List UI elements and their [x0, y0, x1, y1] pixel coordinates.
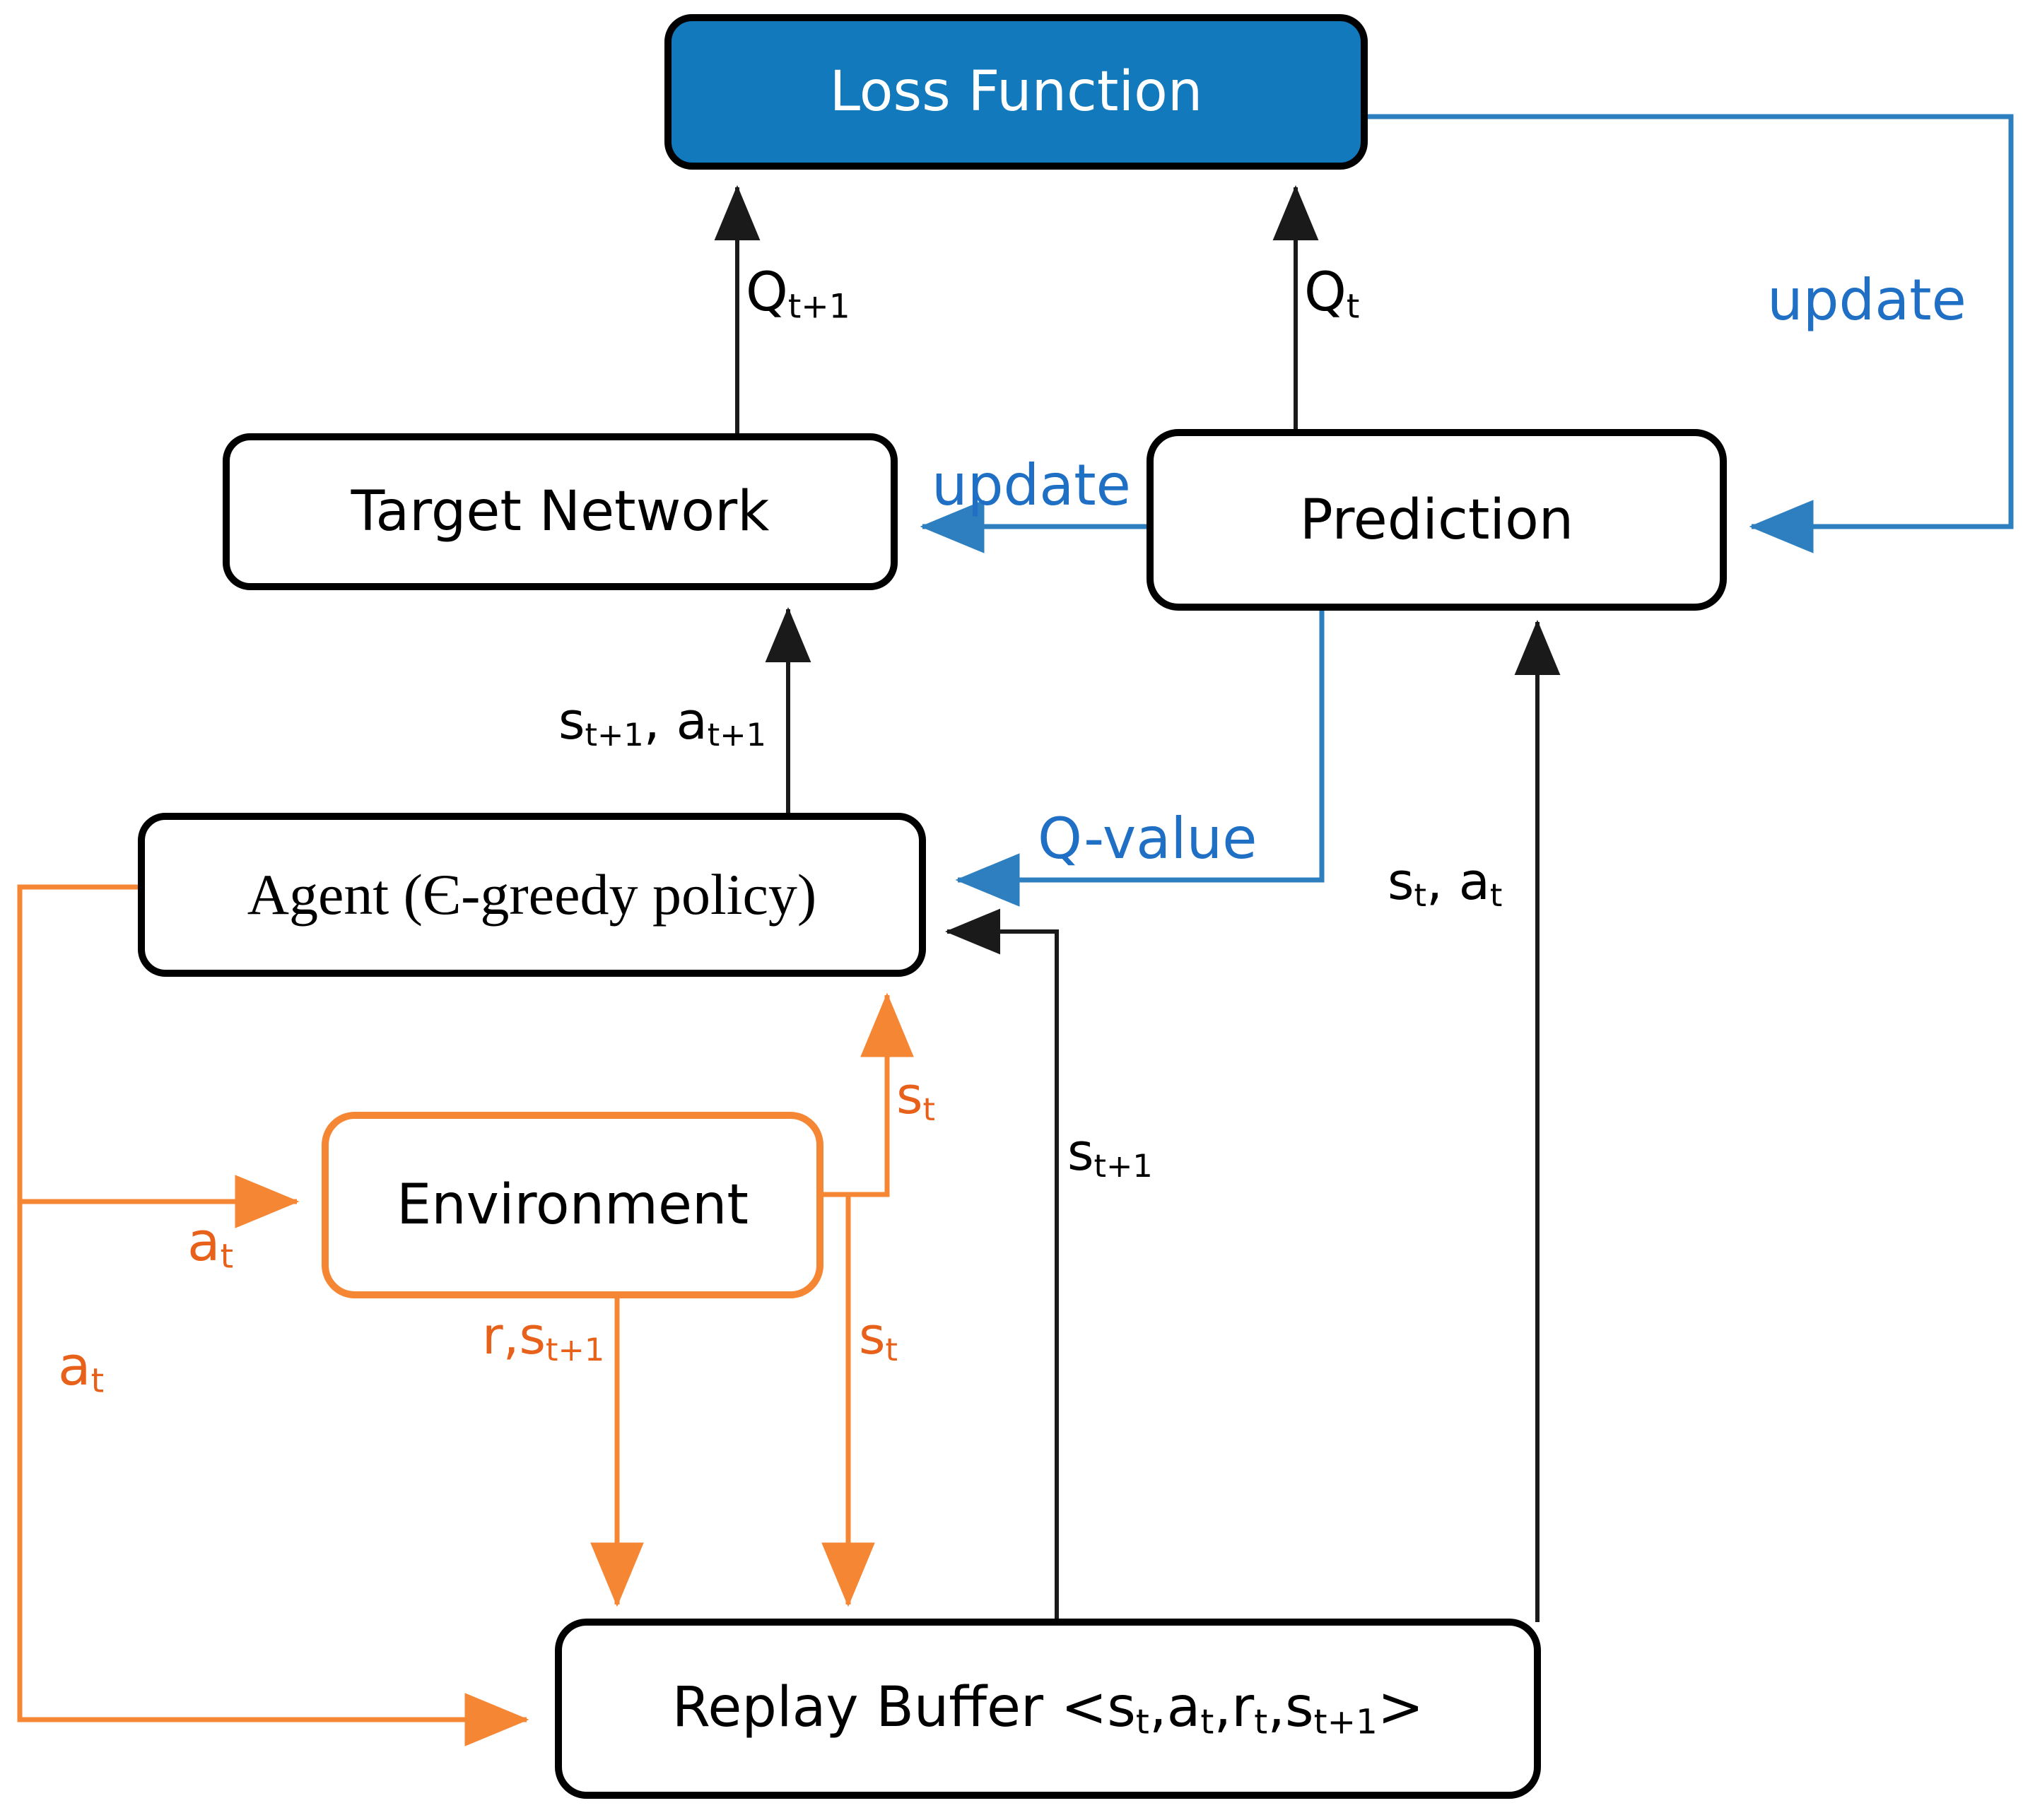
edge-label-s-a-now: st, at [1388, 852, 1503, 914]
node-target-network[interactable] [223, 433, 898, 590]
node-loss-function[interactable] [664, 14, 1368, 170]
edge-label-s-a-next: st+1, at+1 [558, 691, 766, 753]
edge-label-q-t: Qt [1304, 260, 1360, 327]
node-agent[interactable] [138, 813, 926, 977]
node-prediction[interactable] [1147, 429, 1727, 611]
edge-label-q-t-plus-1: Qt+1 [746, 260, 850, 327]
edge-label-q-value: Q-value [1038, 806, 1257, 871]
edge-label-a-t-upper: at [187, 1210, 234, 1276]
edge-environment-to-agent [820, 992, 914, 1197]
edge-agent-to-environment [17, 884, 300, 1228]
edge-agent-to-replay [17, 1202, 529, 1746]
node-environment[interactable] [322, 1112, 823, 1298]
edge-label-update-middle: update [932, 452, 1131, 518]
edge-replay-to-agent [945, 908, 1059, 1622]
edge-label-update-right: update [1767, 267, 1966, 333]
edge-label-s-t-lower: st [859, 1306, 898, 1368]
edge-prediction-to-agent-qvalue [955, 609, 1325, 907]
edge-label-s-t-upper: st [896, 1066, 936, 1128]
edge-loss-to-prediction-update [1366, 114, 2014, 553]
edge-label-r-s-next: r,st+1 [482, 1306, 605, 1368]
node-replay-buffer[interactable] [555, 1619, 1541, 1799]
edge-label-a-t-lower: at [58, 1334, 105, 1401]
edge-label-s-next: st+1 [1067, 1122, 1153, 1185]
